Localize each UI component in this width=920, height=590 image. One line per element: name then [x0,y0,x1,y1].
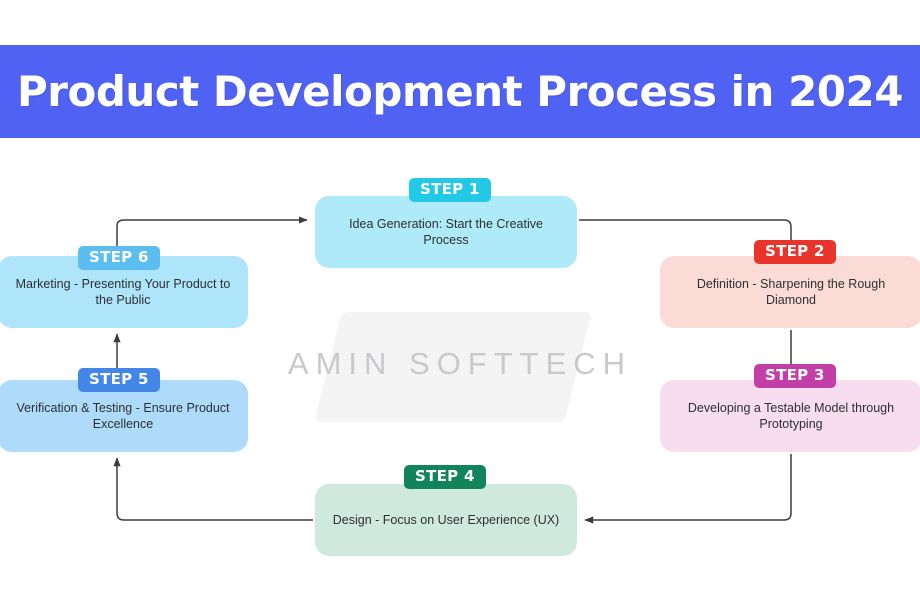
step-label-2: Definition - Sharpening the Rough Diamon… [696,277,886,307]
step-badge-3: STEP 3 [754,364,836,388]
step-box-2[interactable]: Definition - Sharpening the Rough Diamon… [660,256,920,328]
step-label-3: Developing a Testable Model through Prot… [687,401,895,431]
step-badge-5: STEP 5 [78,368,160,392]
step-label-6: Marketing - Presenting Your Product to t… [15,277,231,307]
watermark-blob-shape [314,312,592,422]
step-label-4: Design - Focus on User Experience (UX) [332,513,560,527]
step-label-1: Idea Generation: Start the Creative Proc… [349,217,543,247]
step-box-5[interactable]: Verification & Testing - Ensure Product … [0,380,248,452]
step-box-4[interactable]: Design - Focus on User Experience (UX) [315,484,577,556]
step-label-5: Verification & Testing - Ensure Product … [16,401,230,431]
step-badge-6: STEP 6 [78,246,160,270]
step-badge-1: STEP 1 [409,178,491,202]
watermark-text: AMIN SOFTTECH [287,346,633,381]
step-badge-4: STEP 4 [404,465,486,489]
page-title: Product Development Process in 2024 [17,67,903,116]
step-box-3[interactable]: Developing a Testable Model through Prot… [660,380,920,452]
header-banner: Product Development Process in 2024 [0,45,920,138]
connector-4-to-5 [113,457,313,521]
step-box-1[interactable]: Idea Generation: Start the Creative Proc… [315,196,577,268]
step-badge-2: STEP 2 [754,240,836,264]
connector-3-to-4 [584,454,792,524]
